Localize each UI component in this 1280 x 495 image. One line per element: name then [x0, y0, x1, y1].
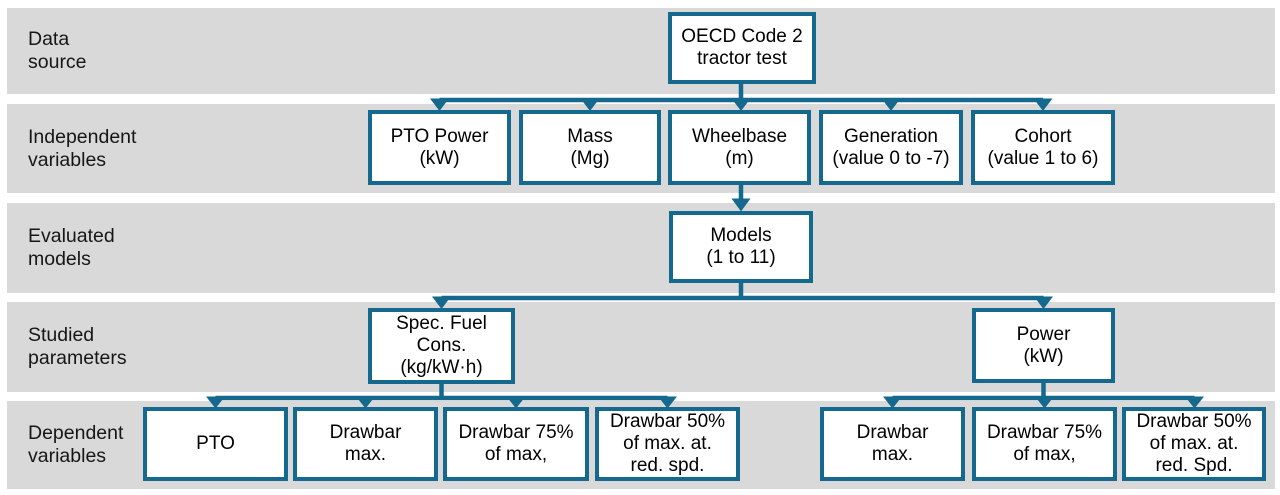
node-pto: PTO — [143, 407, 288, 481]
node-drawbar-75-power: Drawbar 75% of max, — [972, 407, 1117, 481]
node-wheelbase: Wheelbase (m) — [668, 110, 811, 185]
node-drawbar-75-sfc: Drawbar 75% of max, — [443, 407, 589, 481]
node-drawbar-50-power: Drawbar 50% of max. at. red. Spd. — [1122, 407, 1266, 481]
node-models: Models (1 to 11) — [669, 211, 813, 283]
row-label-studied-parameters: Studied parameters — [28, 324, 127, 369]
node-oecd-code-2-tractor-test: OECD Code 2 tractor test — [668, 12, 816, 84]
node-spec-fuel-cons: Spec. Fuel Cons. (kg/kW·h) — [368, 308, 515, 384]
band-data-source: Data source — [7, 8, 1275, 94]
node-mass: Mass (Mg) — [519, 110, 661, 185]
node-drawbar-max-sfc: Drawbar max. — [293, 407, 438, 481]
row-label-evaluated-models: Evaluated models — [28, 225, 115, 270]
node-drawbar-50-sfc: Drawbar 50% of max. at. red. spd. — [595, 407, 740, 481]
row-label-dependent-variables: Dependent variables — [28, 422, 124, 467]
node-pto-power: PTO Power (kW) — [368, 110, 511, 185]
node-generation: Generation (value 0 to -7) — [819, 110, 963, 185]
node-cohort: Cohort (value 1 to 6) — [971, 110, 1115, 185]
node-drawbar-max-power: Drawbar max. — [820, 407, 965, 481]
node-power: Power (kW) — [972, 308, 1115, 383]
row-label-data-source: Data source — [28, 28, 87, 73]
row-label-independent-variables: Independent variables — [28, 125, 137, 171]
band-evaluated-models: Evaluated models — [7, 203, 1275, 293]
